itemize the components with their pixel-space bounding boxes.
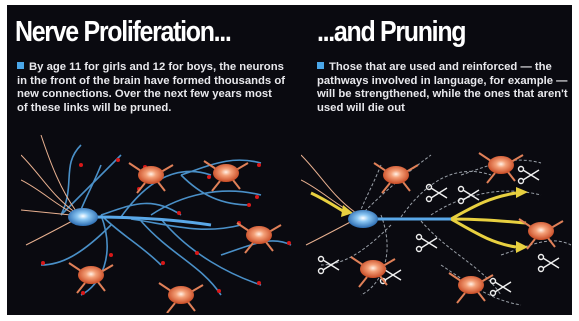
pruning-diagram — [301, 135, 572, 313]
dendrites — [301, 155, 356, 245]
neuron-cell — [374, 163, 418, 193]
pruning-caption: Those that are used and reinforced — the… — [317, 61, 572, 115]
neuron-cell — [519, 219, 563, 249]
proliferation-title: Nerve Proliferation... — [15, 15, 231, 49]
proliferation-illustration — [21, 135, 297, 313]
scissors-icon — [417, 235, 438, 252]
pruning-panel: ...and Pruning Those that are used and r… — [297, 5, 572, 315]
proliferation-caption-text: By age 11 for girls and 12 for boys, the… — [17, 61, 285, 114]
axon — [91, 217, 211, 225]
proliferation-diagram — [21, 135, 297, 313]
scissors-icon — [491, 279, 512, 296]
central-neuron-cell — [68, 208, 98, 226]
scissors-icons — [319, 167, 560, 296]
neuron-cell — [479, 153, 523, 183]
neuron-cell — [159, 283, 203, 313]
scissors-icon — [427, 185, 448, 202]
proliferation-caption: By age 11 for girls and 12 for boys, the… — [17, 61, 285, 115]
pruning-caption-text: Those that are used and reinforced — the… — [317, 61, 568, 114]
neuron-cell — [237, 223, 281, 253]
pruning-title: ...and Pruning — [317, 15, 465, 49]
pruning-illustration — [301, 135, 572, 313]
proliferation-panel: Nerve Proliferation... By age 11 for gir… — [7, 5, 289, 315]
central-neuron-cell — [348, 210, 378, 228]
bullet-icon — [17, 62, 24, 69]
neuron-cell — [129, 163, 173, 193]
infographic: Nerve Proliferation... By age 11 for gir… — [7, 5, 572, 315]
scissors-icon — [519, 167, 540, 184]
neuron-cells — [68, 161, 281, 313]
scissors-icon — [459, 187, 480, 204]
scissors-icon — [539, 255, 560, 272]
bullet-icon — [317, 62, 324, 69]
